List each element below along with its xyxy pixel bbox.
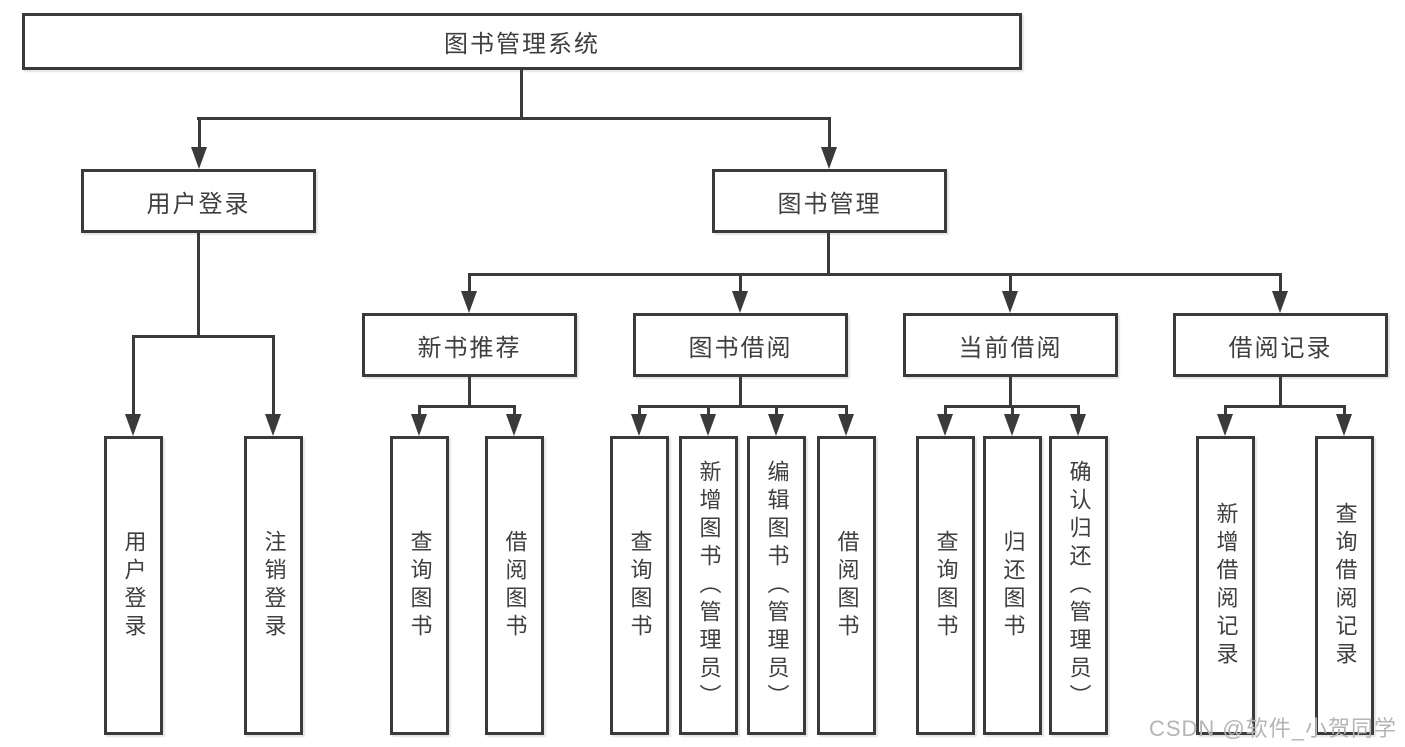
node-query-books-borrowing: 查询图书 bbox=[610, 436, 669, 735]
connector-borrowing-records-stem bbox=[1279, 377, 1282, 408]
connector-new-book-recommend-split bbox=[418, 405, 516, 408]
arrow-to-new-book-recommend bbox=[461, 273, 477, 313]
arrow-to-book-borrowing bbox=[732, 273, 748, 313]
connector-book-management-stem bbox=[827, 233, 830, 276]
node-confirm-return-admin: 确认归还（管理员） bbox=[1049, 436, 1108, 735]
node-book-borrowing: 图书借阅 bbox=[633, 313, 848, 377]
connector-user-login-split bbox=[132, 335, 275, 338]
node-library-management-system: 图书管理系统 bbox=[22, 13, 1022, 70]
arrow-to-book-management bbox=[821, 117, 837, 169]
connector-book-borrowing-split bbox=[638, 405, 848, 408]
arrow-to-user-login bbox=[191, 117, 207, 169]
node-current-borrowing: 当前借阅 bbox=[903, 313, 1118, 377]
arrow-to-user-login-leaf bbox=[125, 335, 141, 436]
arrow-to-logout bbox=[265, 335, 281, 436]
connector-root-stem bbox=[520, 69, 523, 119]
arrow-to-borrow-books-recommend bbox=[506, 405, 522, 436]
node-query-books-recommend: 查询图书 bbox=[390, 436, 449, 735]
node-add-book-admin: 新增图书（管理员） bbox=[679, 436, 738, 735]
connector-level3-split bbox=[468, 273, 1282, 276]
arrow-to-current-borrowing bbox=[1002, 273, 1018, 313]
node-borrow-books-borrowing: 借阅图书 bbox=[817, 436, 876, 735]
node-borrowing-records: 借阅记录 bbox=[1173, 313, 1388, 377]
node-book-management: 图书管理 bbox=[712, 169, 947, 233]
connector-new-book-recommend-stem bbox=[468, 377, 471, 408]
connector-level2-split bbox=[197, 117, 831, 120]
arrow-to-return-books bbox=[1004, 405, 1020, 436]
arrow-to-borrow-books-borrowing bbox=[838, 405, 854, 436]
arrow-to-add-borrowing-record bbox=[1217, 405, 1233, 436]
node-add-borrowing-record: 新增借阅记录 bbox=[1196, 436, 1255, 735]
arrow-to-query-borrowing-record bbox=[1336, 405, 1352, 436]
arrow-to-confirm-return-admin bbox=[1070, 405, 1086, 436]
node-user-login-leaf: 用户登录 bbox=[104, 436, 163, 735]
node-edit-book-admin: 编辑图书（管理员） bbox=[747, 436, 806, 735]
arrow-to-add-book-admin bbox=[700, 405, 716, 436]
node-query-borrowing-record: 查询借阅记录 bbox=[1315, 436, 1374, 735]
node-return-books: 归还图书 bbox=[983, 436, 1042, 735]
connector-book-borrowing-stem bbox=[739, 377, 742, 408]
connector-current-borrowing-stem bbox=[1009, 377, 1012, 408]
arrow-to-query-books-borrowing bbox=[631, 405, 647, 436]
csdn-watermark: CSDN @软件_小贺同学 bbox=[1148, 716, 1397, 741]
arrow-to-borrowing-records bbox=[1272, 273, 1288, 313]
arrow-to-edit-book-admin bbox=[768, 405, 784, 436]
node-logout: 注销登录 bbox=[244, 436, 303, 735]
node-new-book-recommend: 新书推荐 bbox=[362, 313, 577, 377]
connector-borrowing-records-split bbox=[1224, 405, 1346, 408]
connector-user-login-stem bbox=[197, 233, 200, 338]
node-query-books-current: 查询图书 bbox=[916, 436, 975, 735]
node-user-login: 用户登录 bbox=[81, 169, 316, 233]
node-borrow-books-recommend: 借阅图书 bbox=[485, 436, 544, 735]
arrow-to-query-books-recommend bbox=[411, 405, 427, 436]
arrow-to-query-books-current bbox=[937, 405, 953, 436]
